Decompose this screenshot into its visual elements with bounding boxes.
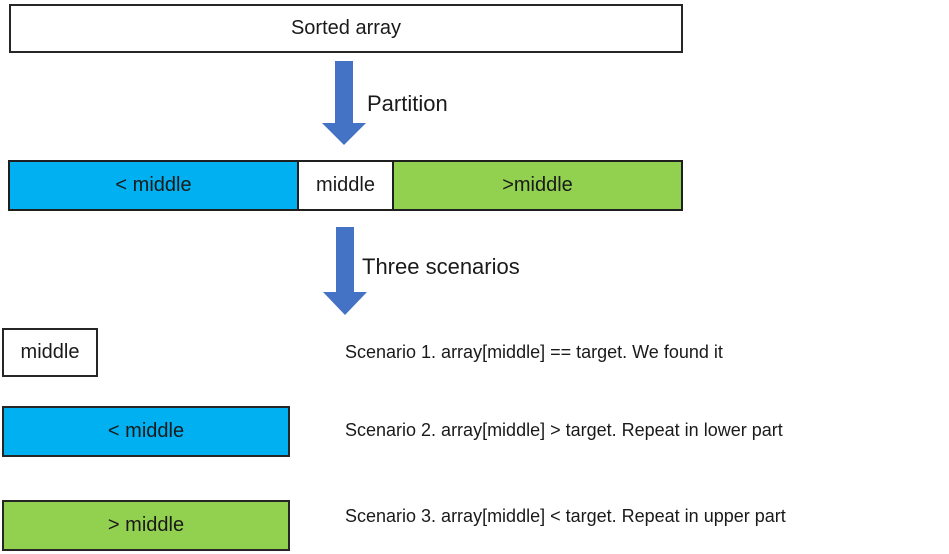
down-arrow-icon: [322, 61, 366, 145]
down-arrow-icon: [323, 227, 367, 315]
scenario-2-description: Scenario 2. array[middle] > target. Repe…: [345, 420, 783, 440]
scenario-1-box-label: middle: [20, 341, 80, 363]
sorted-array-box: Sorted array: [9, 4, 683, 53]
scenario-1-description: Scenario 1. array[middle] == target. We …: [345, 342, 723, 362]
scenario-3-upper-box: > middle: [2, 500, 290, 551]
segment-less-than-middle: < middle: [10, 162, 297, 209]
scenario-3-box-label: > middle: [107, 514, 185, 536]
scenario-1-middle-box: middle: [2, 328, 98, 377]
segment-less-than-middle-label: < middle: [115, 174, 192, 196]
scenario-2-lower-box: < middle: [2, 406, 290, 457]
scenario-3-description: Scenario 3. array[middle] < target. Repe…: [345, 506, 786, 526]
segment-middle: middle: [297, 162, 394, 209]
partition-bar: < middle middle >middle: [8, 160, 683, 211]
segment-greater-than-middle-label: >middle: [502, 174, 573, 196]
segment-greater-than-middle: >middle: [394, 162, 681, 209]
three-scenarios-step-label: Three scenarios: [362, 254, 520, 279]
segment-middle-label: middle: [316, 174, 375, 196]
partition-step-label: Partition: [367, 91, 448, 116]
scenario-2-box-label: < middle: [107, 420, 185, 442]
sorted-array-label: Sorted array: [290, 17, 402, 39]
